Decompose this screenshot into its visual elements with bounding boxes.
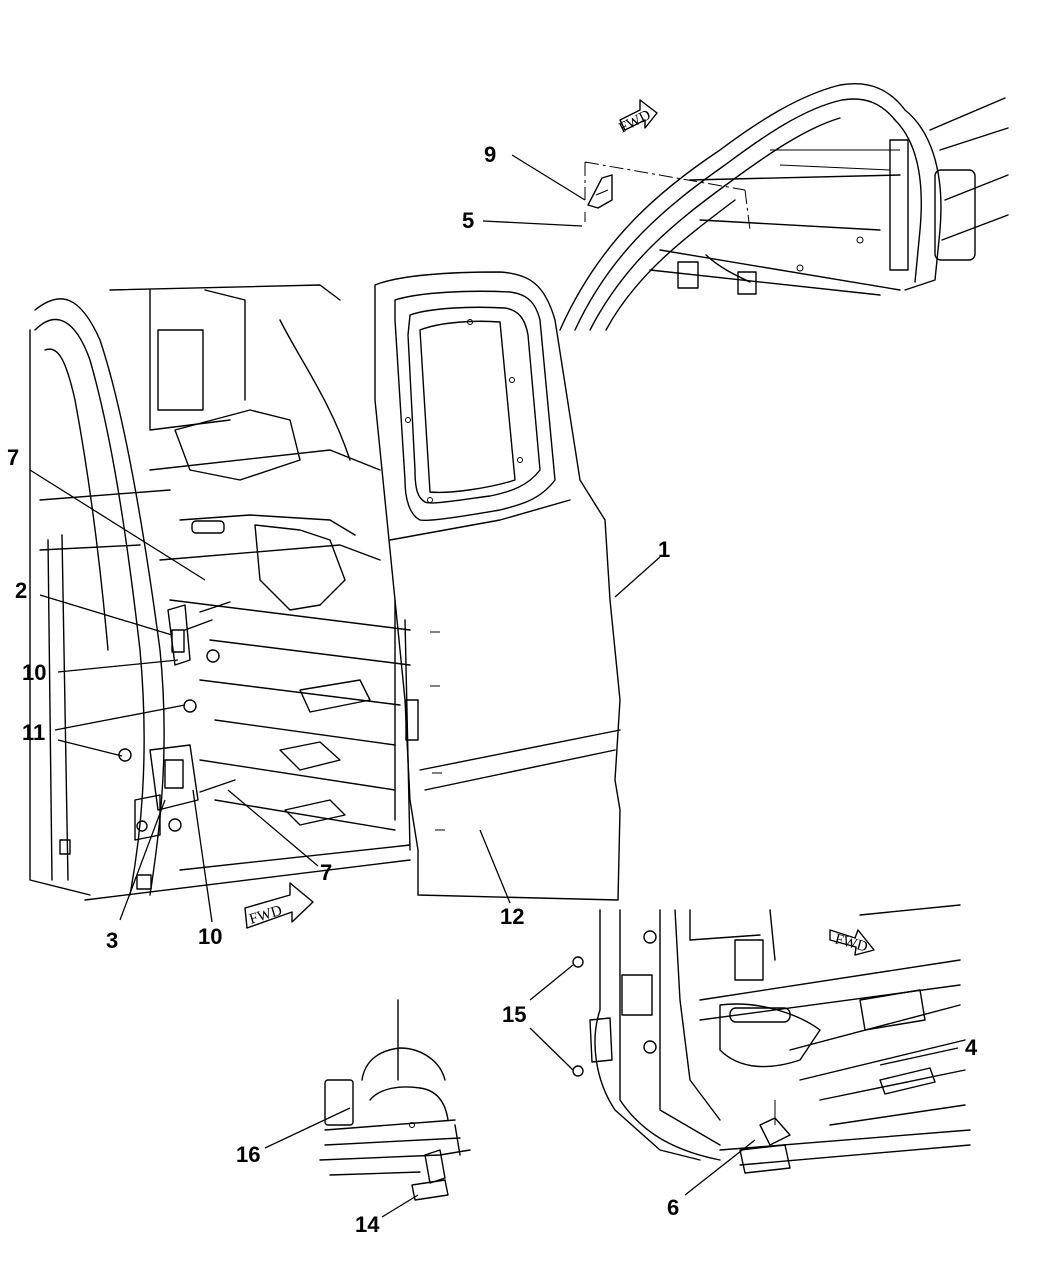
fwd-label-top: FWD (617, 107, 654, 136)
callout-7-lower: 7 (320, 860, 332, 885)
callout-10-lower: 10 (198, 924, 222, 949)
callout-7-upper: 7 (7, 445, 19, 470)
callout-5: 5 (462, 208, 474, 233)
callout-1: 1 (658, 537, 670, 562)
callout-numbers: 1 2 3 4 5 6 7 7 9 10 10 11 12 14 15 16 (7, 142, 978, 1237)
callout-10-upper: 10 (22, 660, 46, 685)
fwd-label-main: FWD (247, 903, 284, 928)
callout-12: 12 (500, 904, 524, 929)
callout-14: 14 (355, 1212, 380, 1237)
callout-3: 3 (106, 928, 118, 953)
fwd-arrow-top: FWD (617, 99, 658, 137)
roof-header-view (559, 83, 1009, 331)
callout-15: 15 (502, 1002, 526, 1027)
callout-4: 4 (965, 1035, 978, 1060)
lower-hinge-detail (319, 999, 471, 1201)
fwd-arrow-main: FWD (244, 882, 314, 929)
callout-6: 6 (667, 1195, 679, 1220)
callout-11: 11 (22, 720, 45, 745)
sill-detail (572, 904, 971, 1174)
callout-16: 16 (236, 1142, 260, 1167)
callout-2: 2 (15, 578, 27, 603)
fwd-arrow-bottom-right: FWD (829, 929, 875, 956)
leader-lines (29, 154, 959, 1218)
main-door-view (29, 271, 621, 901)
fwd-label-bottom-right: FWD (833, 931, 869, 955)
callout-9: 9 (484, 142, 496, 167)
